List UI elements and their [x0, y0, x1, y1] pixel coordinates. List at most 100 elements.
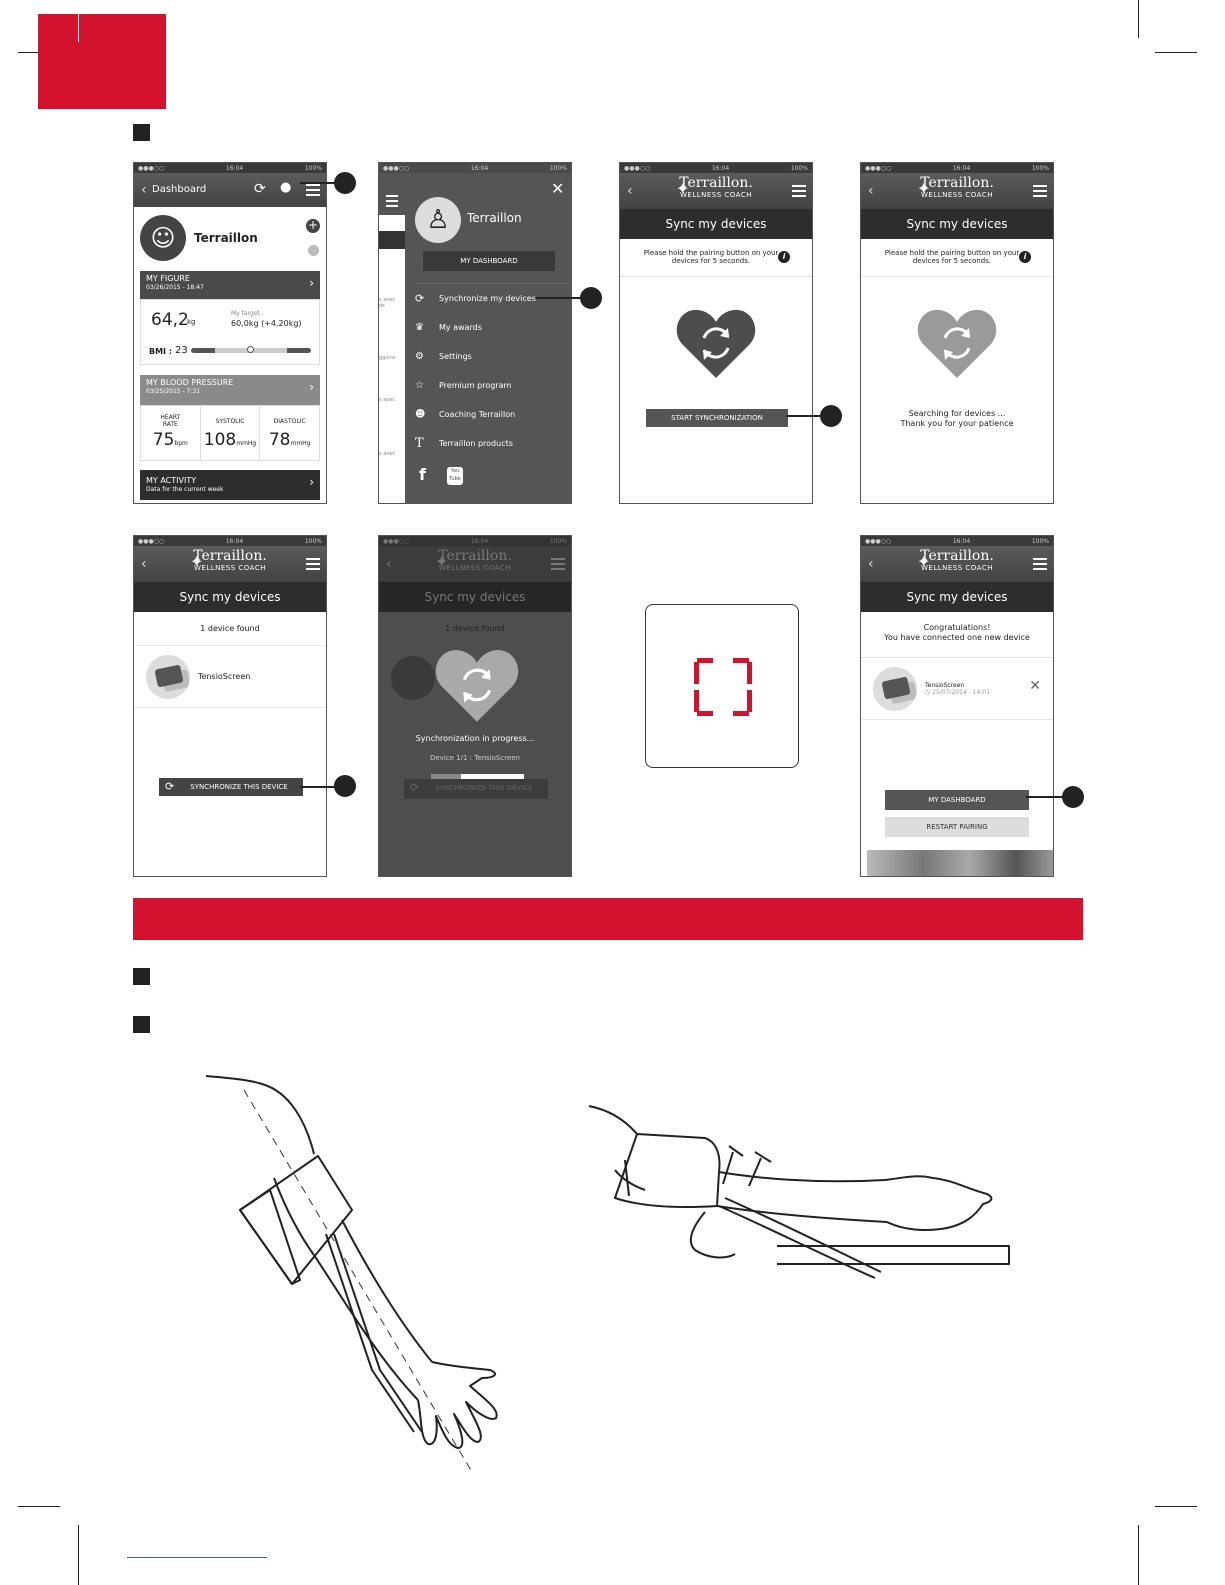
- menu-icon[interactable]: [386, 195, 398, 207]
- bp-unit: mmHg: [290, 440, 311, 447]
- add-icon[interactable]: +: [306, 218, 320, 233]
- info-icon[interactable]: i: [1019, 251, 1031, 263]
- menu-item-label: Terraillon products: [439, 439, 513, 448]
- info-icon[interactable]: i: [778, 251, 790, 263]
- close-icon[interactable]: ✕: [551, 179, 565, 198]
- weight-value: 64,2: [151, 310, 189, 330]
- menu-item-label: Premium program: [439, 381, 512, 390]
- device-display: [645, 604, 799, 768]
- start-sync-button[interactable]: START SYNCHRONIZATION: [646, 409, 788, 427]
- bottom-rule: [127, 1557, 267, 1558]
- searching-line: Searching for devices ...: [908, 409, 1006, 418]
- back-icon[interactable]: ‹: [141, 182, 147, 198]
- progress-fill: [461, 774, 524, 779]
- peek-text: s avec: [379, 451, 396, 457]
- searching-text: Searching for devices ... Thank you for …: [861, 409, 1053, 429]
- device-thumbnail: [146, 654, 190, 699]
- user-icon[interactable]: ●: [280, 180, 292, 195]
- callout-dot: [580, 287, 602, 309]
- activity-title: MY ACTIVITY: [146, 476, 197, 485]
- device-name: TensioScreen: [925, 681, 965, 689]
- brand-figure-icon: ✦: [190, 552, 204, 571]
- menu-item-label: Synchronize my devices: [439, 294, 536, 303]
- bmi-label: BMI :: [149, 347, 173, 356]
- device-progress-line: Device 1/1 : TensioScreen: [429, 754, 520, 762]
- brand-figure-icon: ✦: [917, 179, 931, 198]
- youtube-icon[interactable]: You Tube: [447, 467, 463, 485]
- device-thumbnail: [873, 666, 917, 711]
- nav-title: Dashboard: [152, 184, 207, 195]
- facebook-icon[interactable]: f: [419, 465, 426, 484]
- my-dashboard-button[interactable]: MY DASHBOARD: [885, 790, 1029, 810]
- callout-line: [786, 415, 822, 417]
- red-corner-tab: [38, 14, 166, 109]
- menu-item-awards[interactable]: ♛My awards: [415, 313, 571, 342]
- bp-col: SYSTOLIC 108mmHg: [201, 406, 261, 460]
- crop-mark: [1138, 0, 1139, 38]
- user-name: Terraillon: [467, 211, 522, 225]
- menu-item-label: Coaching Terraillon: [439, 410, 516, 419]
- bp-label: SYSTOLIC: [215, 418, 245, 425]
- arm-table-illustration: [588, 1105, 1010, 1279]
- menu-icon[interactable]: [1033, 558, 1047, 573]
- menu-icon[interactable]: [306, 558, 320, 573]
- figure-header[interactable]: MY FIGURE 03/26/2015 - 18:47 ›: [140, 271, 320, 299]
- device-name: TensioScreen: [198, 672, 251, 681]
- chevron-right-icon: ›: [309, 475, 314, 489]
- activity-header[interactable]: MY ACTIVITY Data for the current week ›: [140, 470, 320, 500]
- menu-icon[interactable]: [792, 185, 806, 200]
- close-icon[interactable]: ✕: [1029, 678, 1041, 694]
- menu-item-premium[interactable]: ☆Premium program: [415, 371, 571, 400]
- menu-icon[interactable]: [306, 184, 320, 199]
- nav-bar: ‹ ✦Terraillon.WELLNESS COACH: [620, 173, 812, 209]
- my-dashboard-button[interactable]: MY DASHBOARD: [423, 251, 555, 271]
- bp-value: 78: [268, 430, 291, 450]
- back-icon[interactable]: ‹: [868, 183, 874, 199]
- congrats-title: Congratulations!: [923, 623, 991, 632]
- menu-list: ⟳Synchronize my devices ♛My awards ⚙Sett…: [415, 283, 571, 458]
- sync-icon[interactable]: ⟳: [254, 181, 266, 197]
- callout-line: [300, 182, 336, 184]
- figure-card: 64,2 kg My target : 60,0kg (+4,20kg) BMI…: [140, 299, 320, 365]
- bp-date: 03/25/2015 - 7:31: [146, 388, 201, 395]
- crop-mark: [1155, 52, 1197, 53]
- menu-item-sync[interactable]: ⟳Synchronize my devices: [415, 284, 571, 313]
- hold-note: Please hold the pairing button on your d…: [861, 239, 1053, 277]
- menu-item-coaching[interactable]: ☻Coaching Terraillon: [415, 400, 571, 429]
- section-title: Sync my devices: [861, 582, 1053, 612]
- step-marker: [133, 968, 150, 985]
- restart-pairing-button[interactable]: RESTART PAIRING: [885, 817, 1029, 837]
- back-icon[interactable]: ‹: [627, 183, 633, 199]
- menu-icon[interactable]: [1033, 185, 1047, 200]
- device-row[interactable]: TensioScreen: [134, 646, 326, 708]
- peek-header: [379, 173, 405, 215]
- heart-sync-icon: [917, 309, 997, 378]
- device-row: TensioScreen ◷ 25/07/2014 - 14:01 ✕: [861, 658, 1053, 720]
- section-title: Sync my devices: [861, 209, 1053, 239]
- list-icon[interactable]: [308, 245, 319, 256]
- callout-dot: [1062, 786, 1084, 808]
- hold-note: Please hold the pairing button on your d…: [620, 239, 812, 277]
- sync-icon: ⟳: [410, 781, 420, 794]
- peek-text: s avec: [379, 297, 396, 303]
- avatar: ♙: [415, 197, 461, 243]
- bp-header[interactable]: MY BLOOD PRESSURE 03/25/2015 - 7:31 ›: [140, 375, 320, 405]
- nav-bar: ‹ ✦Terraillon.WELLNESS COACH: [861, 546, 1053, 582]
- crop-mark: [78, 1525, 79, 1585]
- back-icon[interactable]: ‹: [868, 556, 874, 572]
- patience-line: Thank you for your patience: [900, 419, 1014, 428]
- menu-icon[interactable]: [551, 558, 565, 573]
- menu-item-settings[interactable]: ⚙Settings: [415, 342, 571, 371]
- sync-device-button[interactable]: ⟳SYNCHRONIZE THIS DEVICE: [159, 778, 303, 796]
- bmi-value: 23: [175, 345, 188, 356]
- back-icon[interactable]: ‹: [386, 556, 392, 572]
- trophy-icon: ♛: [415, 322, 424, 333]
- back-icon[interactable]: ‹: [141, 556, 147, 572]
